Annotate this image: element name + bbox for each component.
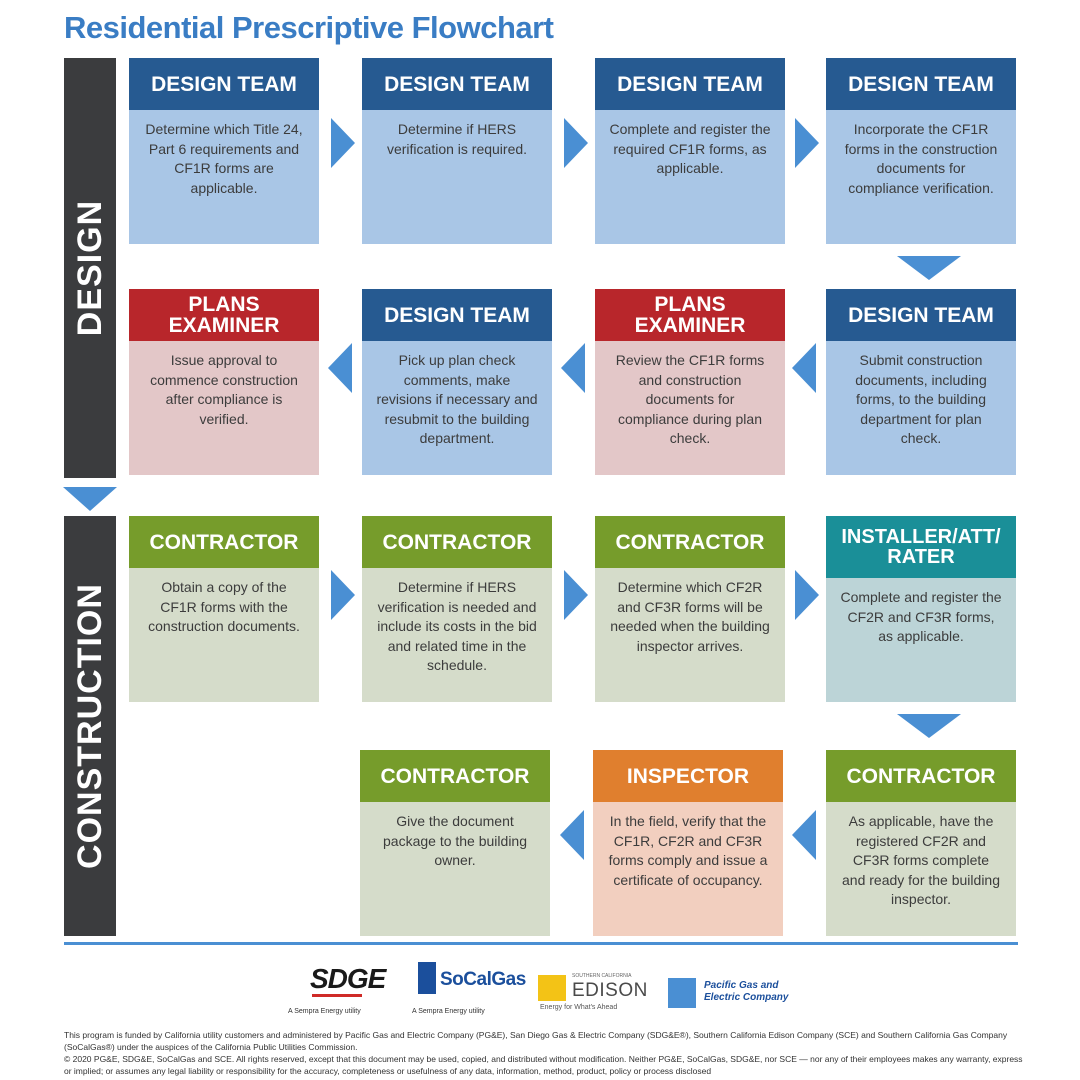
flow-arrow-right	[795, 118, 819, 168]
design-step-5: DESIGN TEAM Submit construction document…	[826, 289, 1016, 475]
construction-step-3: CONTRACTOR Determine which CF2R and CF3R…	[595, 516, 785, 702]
step-text: Obtain a copy of the CF1R forms with the…	[129, 568, 319, 702]
step-role: DESIGN TEAM	[595, 58, 785, 110]
construction-phase-label: CONSTRUCTION	[71, 583, 109, 869]
construction-step-5: CONTRACTOR As applicable, have the regis…	[826, 750, 1016, 936]
construction-step-4: INSTALLER/ATT/ RATER Complete and regist…	[826, 516, 1016, 702]
edison-logo-small: SOUTHERN CALIFORNIA	[572, 973, 632, 979]
step-text: Complete and register the CF2R and CF3R …	[826, 578, 1016, 702]
flow-arrow-right	[564, 118, 588, 168]
step-text: Complete and register the required CF1R …	[595, 110, 785, 244]
socalgas-sempra-tagline: A Sempra Energy utility	[412, 1008, 485, 1015]
flow-arrow-down	[897, 714, 961, 738]
step-role: INSTALLER/ATT/ RATER	[826, 516, 1016, 578]
design-step-8: PLANS EXAMINER Issue approval to commenc…	[129, 289, 319, 475]
step-role: PLANS EXAMINER	[595, 289, 785, 341]
design-step-1: DESIGN TEAM Determine which Title 24, Pa…	[129, 58, 319, 244]
sdge-logo: SDGE	[310, 963, 386, 994]
step-role: DESIGN TEAM	[826, 289, 1016, 341]
step-role: DESIGN TEAM	[826, 58, 1016, 110]
step-text: Submit construction documents, including…	[826, 341, 1016, 475]
flow-arrow-left	[792, 343, 816, 393]
step-text: As applicable, have the registered CF2R …	[826, 802, 1016, 936]
flow-arrow-right	[331, 118, 355, 168]
construction-phase-band	[64, 516, 116, 936]
page-title: Residential Prescriptive Flowchart	[64, 10, 554, 45]
step-text: Determine which CF2R and CF3R forms will…	[595, 568, 785, 702]
design-phase-label: DESIGN	[71, 199, 109, 337]
footer-funding-text: This program is funded by California uti…	[64, 1030, 1008, 1052]
sdge-logo-swoosh	[312, 994, 362, 997]
pge-logo-line-1: Pacific Gas and	[704, 980, 779, 991]
step-role: CONTRACTOR	[360, 750, 550, 802]
step-role: CONTRACTOR	[362, 516, 552, 568]
construction-step-1: CONTRACTOR Obtain a copy of the CF1R for…	[129, 516, 319, 702]
step-text: In the field, verify that the CF1R, CF2R…	[593, 802, 783, 936]
flow-arrow-left	[792, 810, 816, 860]
step-role: DESIGN TEAM	[362, 58, 552, 110]
design-step-3: DESIGN TEAM Complete and register the re…	[595, 58, 785, 244]
design-step-2: DESIGN TEAM Determine if HERS verificati…	[362, 58, 552, 244]
flow-arrow-right	[564, 570, 588, 620]
pge-logo: Pacific Gas and Electric Company	[704, 980, 788, 1004]
design-step-7: DESIGN TEAM Pick up plan check comments,…	[362, 289, 552, 475]
step-role: DESIGN TEAM	[362, 289, 552, 341]
construction-step-7: CONTRACTOR Give the document package to …	[360, 750, 550, 936]
pge-logo-line-2: Electric Company	[704, 992, 789, 1003]
footer-copyright-text: © 2020 PG&E, SDG&E, SoCalGas and SCE. Al…	[64, 1054, 1023, 1076]
step-text: Determine if HERS verification is requir…	[362, 110, 552, 244]
edison-logo: EDISON	[572, 980, 648, 1001]
step-role: CONTRACTOR	[826, 750, 1016, 802]
design-phase-band	[64, 58, 116, 478]
socalgas-flame-icon	[418, 962, 436, 994]
step-text: Review the CF1R forms and construction d…	[595, 341, 785, 475]
design-step-6: PLANS EXAMINER Review the CF1R forms and…	[595, 289, 785, 475]
construction-step-2: CONTRACTOR Determine if HERS verificatio…	[362, 516, 552, 702]
flow-arrow-down	[897, 256, 961, 280]
step-text: Determine which Title 24, Part 6 require…	[129, 110, 319, 244]
flow-arrow-left	[328, 343, 352, 393]
flow-arrow-left	[560, 810, 584, 860]
flow-arrow-right	[795, 570, 819, 620]
edison-sun-icon	[538, 975, 566, 1001]
edison-tagline: Energy for What's Ahead	[540, 1004, 618, 1011]
footer-divider	[64, 942, 1018, 945]
pge-logo-icon	[668, 978, 696, 1008]
step-text: Issue approval to commence construction …	[129, 341, 319, 475]
flow-arrow-left	[561, 343, 585, 393]
step-role: INSPECTOR	[593, 750, 783, 802]
design-step-4: DESIGN TEAM Incorporate the CF1R forms i…	[826, 58, 1016, 244]
step-role: DESIGN TEAM	[129, 58, 319, 110]
construction-step-6: INSPECTOR In the field, verify that the …	[593, 750, 783, 936]
step-text: Give the document package to the buildin…	[360, 802, 550, 936]
socalgas-logo: SoCalGas	[440, 969, 526, 990]
sdge-sempra-tagline: A Sempra Energy utility	[288, 1008, 361, 1015]
step-text: Determine if HERS verification is needed…	[362, 568, 552, 702]
step-role: PLANS EXAMINER	[129, 289, 319, 341]
step-text: Pick up plan check comments, make revisi…	[362, 341, 552, 475]
phase-transition-arrow	[63, 487, 117, 511]
step-text: Incorporate the CF1R forms in the constr…	[826, 110, 1016, 244]
step-role: CONTRACTOR	[595, 516, 785, 568]
step-role: CONTRACTOR	[129, 516, 319, 568]
footer-disclaimer: This program is funded by California uti…	[64, 1029, 1024, 1077]
flow-arrow-right	[331, 570, 355, 620]
